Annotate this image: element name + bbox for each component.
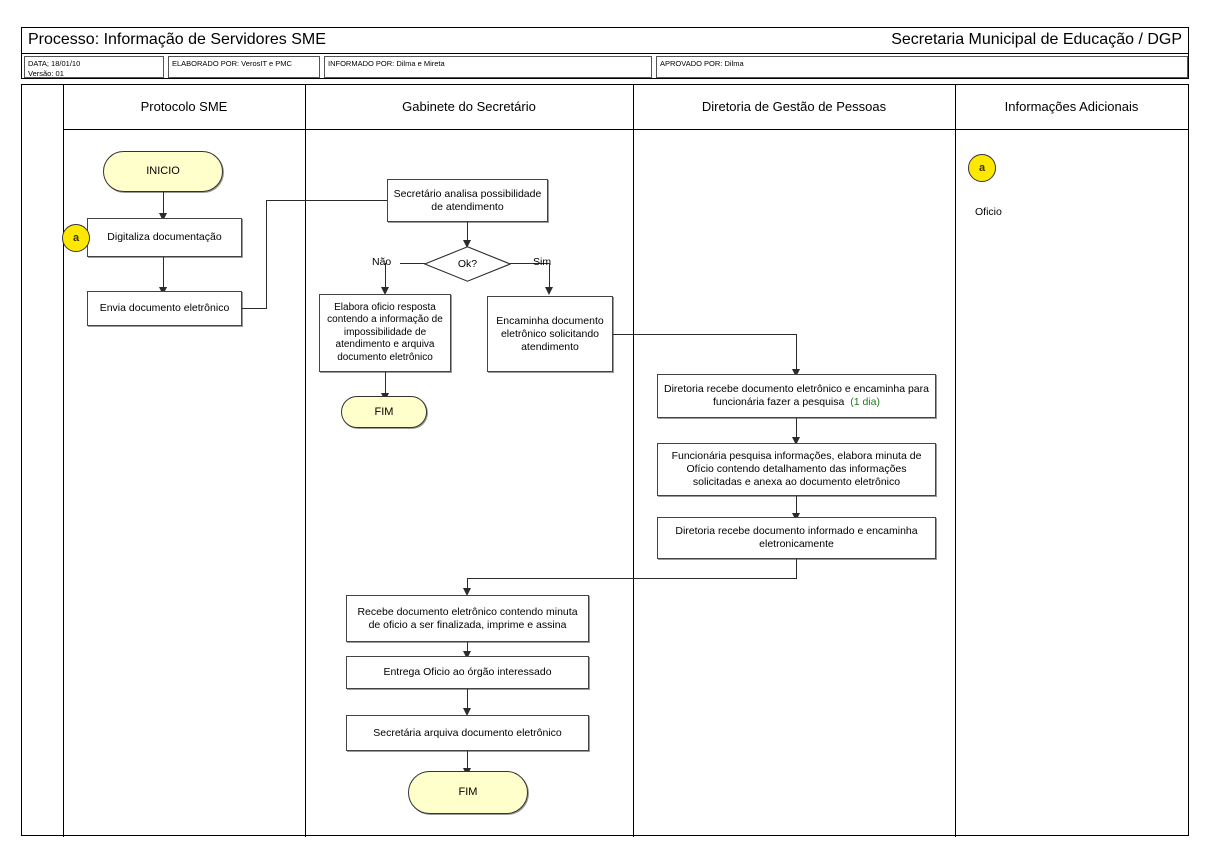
lane-divider-1 <box>305 85 306 837</box>
node-envia-documento[interactable]: Envia documento eletrônico <box>87 291 242 326</box>
node-secretaria-arquiva[interactable]: Secretária arquiva documento eletrônico <box>346 715 589 751</box>
organization-title: Secretaria Municipal de Educação / DGP <box>891 31 1182 48</box>
arrowhead-funcionaria-pesquisa <box>791 437 800 445</box>
meta-informed-by: INFORMADO POR: Dilma e Mireta <box>324 56 652 78</box>
connector-diretoria-funcionaria <box>796 418 797 440</box>
connector-encaminha-right <box>613 334 797 335</box>
connector-funcionaria-diretoria-informado <box>796 496 797 516</box>
node-secretario-analisa[interactable]: Secretário analisa possibilidade de aten… <box>387 179 548 222</box>
lane-title-diretoria: Diretoria de Gestão de Pessoas <box>701 99 887 114</box>
marker-a-legend[interactable]: a <box>968 154 996 182</box>
arrowhead-diretoria-recebe <box>791 369 800 377</box>
arrowhead-digitaliza <box>158 213 167 221</box>
connector-return-left <box>467 578 797 579</box>
arrowhead-secretaria-arquiva <box>462 708 471 716</box>
node-funcionaria-pesquisa[interactable]: Funcionária pesquisa informações, elabor… <box>657 443 936 496</box>
node-inicio[interactable]: INICIO <box>103 151 223 192</box>
connector-recebe-entrega <box>467 642 468 654</box>
marker-a-process[interactable]: a <box>62 224 90 252</box>
meta-version-label: Versão: 01 <box>28 69 64 78</box>
connector-inicio-digitaliza <box>163 192 164 216</box>
node-fim-final[interactable]: FIM <box>408 771 528 814</box>
node-digitaliza-documentacao[interactable]: Digitaliza documentação <box>87 218 242 257</box>
connector-return-into-gabinete <box>467 578 468 593</box>
connector-envia-up <box>266 200 267 309</box>
lane-divider-2 <box>633 85 634 837</box>
connector-encaminha-down <box>796 334 797 372</box>
connector-nao-left <box>400 263 425 264</box>
node-diretoria-recebe[interactable]: Diretoria recebe documento eletrônico e … <box>657 374 936 418</box>
connector-envia-right <box>242 308 267 309</box>
branch-label-sim: Sim <box>533 256 552 268</box>
node-recebe-minuta[interactable]: Recebe documento eletrônico contendo min… <box>346 595 589 642</box>
node-decisao-ok[interactable]: Ok? <box>424 246 511 282</box>
connector-elabora-fim <box>385 372 386 396</box>
diretoria-recebe-prazo: (1 dia) <box>850 396 880 408</box>
arrowhead-decisao <box>462 240 471 248</box>
arrowhead-encaminha <box>544 287 553 295</box>
diretoria-recebe-text: Diretoria recebe documento eletrônico e … <box>664 383 929 408</box>
node-diretoria-informado[interactable]: Diretoria recebe documento informado e e… <box>657 517 936 559</box>
connector-return-down <box>796 559 797 579</box>
arrowhead-entrega-oficio <box>462 651 471 659</box>
branch-label-nao: Não <box>372 256 392 268</box>
meta-elaborated-by: ELABORADO POR: VerosIT e PMC <box>168 56 320 78</box>
meta-date-version: DATA; 18/01/10 Versão: 01 <box>24 56 164 78</box>
decisao-label: Ok? <box>457 258 478 270</box>
connector-arquiva-fim <box>467 751 468 771</box>
lane-title-gabinete: Gabinete do Secretário <box>402 99 536 114</box>
meta-date-label: DATA; 18/01/10 <box>28 59 81 68</box>
connector-entrega-arquiva <box>467 689 468 711</box>
legend-label-oficio: Oficio <box>975 206 1002 218</box>
meta-approved-by: APROVADO POR: Dilma <box>656 56 1188 78</box>
arrowhead-recebe-minuta <box>462 588 471 596</box>
arrowhead-elabora-oficio <box>380 287 389 295</box>
page-title: Processo: Informação de Servidores SME <box>28 31 326 48</box>
connector-secretario-decisao <box>467 222 468 243</box>
node-fim-nao[interactable]: FIM <box>341 396 427 428</box>
header-title-row: Processo: Informação de Servidores SME S… <box>22 28 1188 54</box>
lane-title-protocolo: Protocolo SME <box>140 99 228 114</box>
connector-envia-to-secretario <box>266 200 403 201</box>
connector-sim-down <box>549 263 550 290</box>
node-entrega-oficio[interactable]: Entrega Oficio ao órgão interessado <box>346 656 589 689</box>
lane-divider-0 <box>63 85 64 837</box>
lane-title-adicionais: Informações Adicionais <box>1004 99 1139 114</box>
node-encaminha-documento[interactable]: Encaminha documento eletrônico solicitan… <box>487 296 613 372</box>
swimlane-frame: Protocolo SME Gabinete do Secretário Dir… <box>21 84 1189 837</box>
document-header: Processo: Informação de Servidores SME S… <box>21 27 1189 79</box>
connector-digitaliza-envia <box>163 257 164 290</box>
lane-header-rule <box>64 129 1188 130</box>
connector-sim-right <box>510 263 549 264</box>
connector-nao-down <box>385 263 386 290</box>
node-elabora-oficio[interactable]: Elabora oficio resposta contendo a infor… <box>319 294 451 372</box>
lane-divider-3 <box>955 85 956 837</box>
